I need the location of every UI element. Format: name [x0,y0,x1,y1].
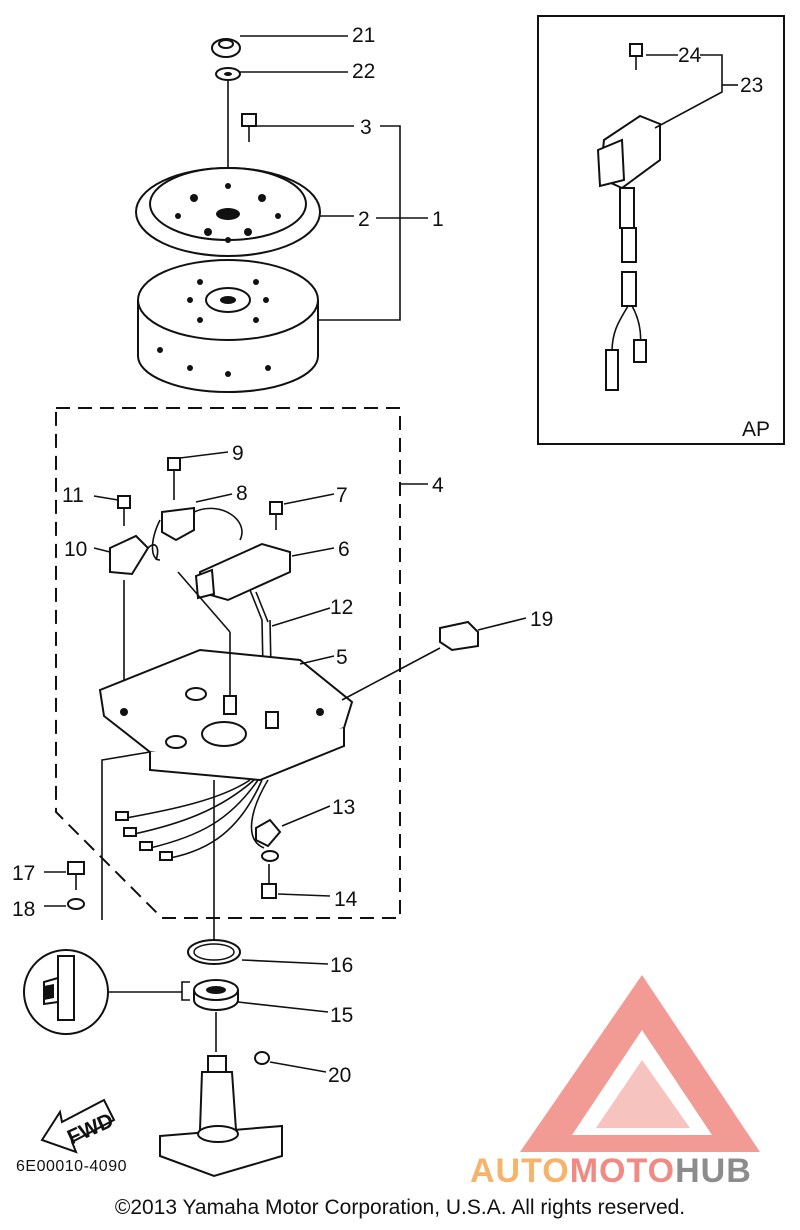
label-5: 5 [336,646,348,669]
label-20: 20 [328,1064,351,1087]
fwd-arrow-icon: FWD [40,1098,117,1154]
flywheel [137,259,319,393]
dashed-box-4 [55,407,401,919]
watermark-moto: MOTO [570,1152,675,1190]
label-23: 23 [740,74,763,97]
leader-15-detail [108,981,190,1001]
label-2: 2 [358,208,370,231]
screw-11 [117,495,131,526]
label-7: 7 [336,484,348,507]
lead-wires [125,779,269,859]
logo-triangle-core [596,1060,690,1128]
screw-24 [629,43,643,70]
label-16: 16 [330,954,353,977]
label-21: 21 [352,24,375,47]
leader-17-18 [101,751,151,920]
label-11: 11 [62,484,84,507]
flywheel-cover-2 [135,167,321,257]
label-24: 24 [678,44,702,67]
label-14: 14 [334,888,358,911]
charge-coil-6 [194,542,291,623]
label-1: 1 [432,208,444,231]
label-18: 18 [12,898,35,921]
washer-18 [67,898,85,910]
screw-7 [269,501,283,530]
watermark-auto: AUTO [470,1152,570,1190]
bolt-3 [241,113,257,142]
washer-22 [215,67,241,81]
label-19: 19 [530,608,553,631]
diagram-code: 6E00010-4090 [16,1158,127,1175]
copyright-notice: ©2013 Yamaha Motor Corporation, U.S.A. A… [114,1196,686,1219]
inset-box [537,15,785,445]
kill-switch-23 [596,114,661,391]
inset-tag: AP [742,418,770,441]
bolt-17 [67,861,85,890]
label-4: 4 [432,474,444,497]
label-3: 3 [360,116,372,139]
oil-seal-15 [193,979,239,1011]
leader-23-24 [646,54,723,129]
connector-19 [439,620,479,652]
o-ring-16 [187,939,241,965]
bracket-1 [306,125,401,321]
label-13: 13 [332,796,355,819]
seal-detail-circle [23,949,109,1035]
clamp-13 [255,818,282,862]
screw-14 [261,864,277,899]
stator-base-5 [98,571,354,782]
label-17: 17 [12,862,35,885]
watermark-hub: HUB [675,1152,752,1190]
label-10: 10 [64,538,87,561]
watermark-logo [520,975,760,1152]
label-22: 22 [352,60,375,83]
key-20 [254,1051,270,1065]
pulser-coil-8 [151,506,243,561]
label-6: 6 [338,538,350,561]
label-12: 12 [330,596,353,619]
watermark-text: AUTOMOTOHUB [470,1152,752,1190]
label-8: 8 [236,482,248,505]
crankshaft [159,1055,283,1178]
nut-21 [211,38,241,58]
screw-9 [167,457,181,500]
coil-bracket-10 [109,534,159,576]
leader-19 [341,647,441,701]
label-15: 15 [330,1004,353,1027]
label-9: 9 [232,442,244,465]
